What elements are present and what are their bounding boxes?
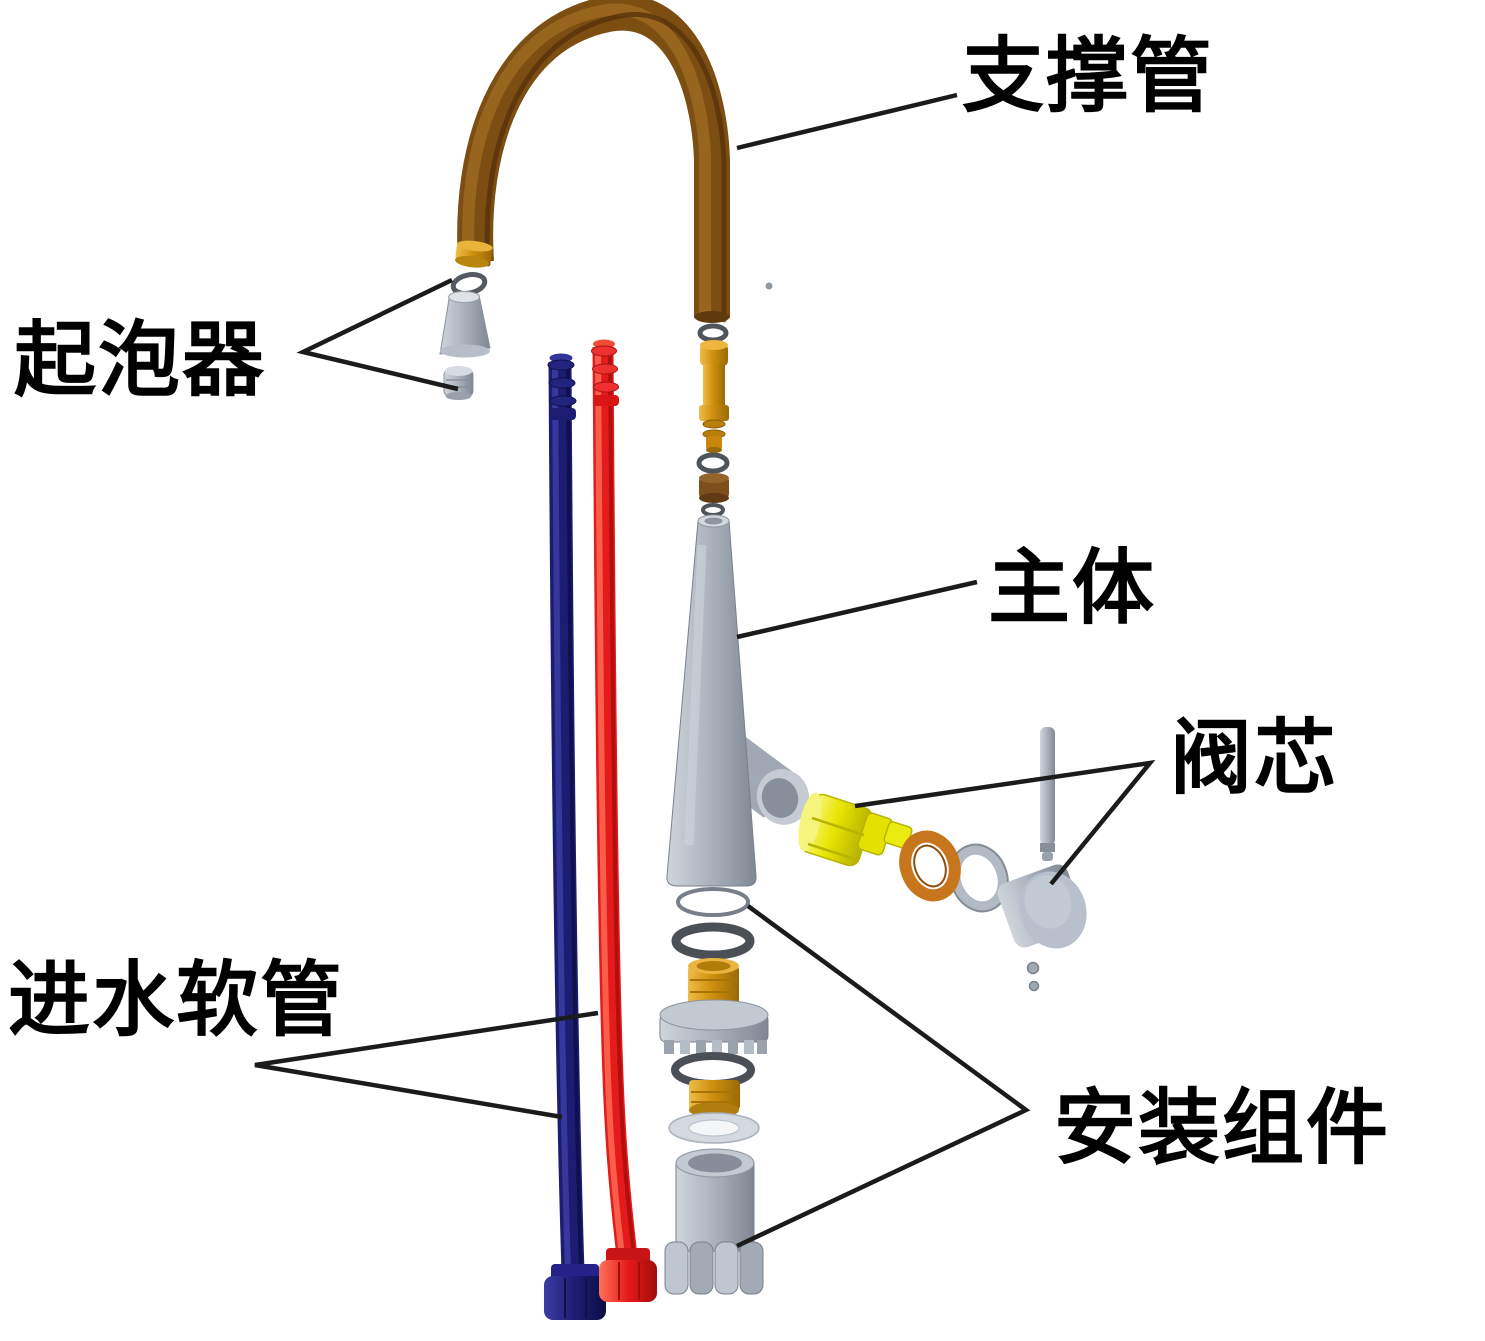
inlet-hose-red: [591, 339, 657, 1302]
aerator-assembly: [439, 272, 491, 400]
label-main-body: 主体: [988, 543, 1157, 634]
spline-flange: [659, 999, 769, 1054]
leader-support-tube: [736, 92, 958, 151]
spout-tip-band: [455, 240, 493, 268]
red-hose-highlight: [595, 346, 625, 1257]
handle-cap: [997, 864, 1087, 949]
aerator-shell: [439, 291, 491, 358]
red-hose-barb-tip: [591, 339, 619, 406]
connector-oring-1: [697, 323, 729, 343]
leader-aerator: [296, 277, 459, 392]
red-hose-edge: [608, 346, 636, 1257]
label-support-tube: 支撑管: [962, 31, 1215, 122]
main-body-highlight: [684, 544, 707, 846]
trim-ring: [950, 844, 1008, 912]
support-tube-shadow-edge: [484, 12, 727, 323]
connector-oring-3: [701, 503, 725, 517]
small-dot: [765, 282, 773, 290]
side-port-bore: [761, 778, 799, 818]
mounting-washer: [668, 1112, 760, 1144]
main-body-cone: [666, 520, 757, 887]
connector-fitting: [699, 340, 729, 453]
valve-cartridge: [798, 792, 913, 867]
label-inlet-hose: 进水软管: [8, 955, 345, 1046]
leader-main-body: [736, 579, 978, 640]
main-body-top-bore: [704, 517, 723, 525]
cartridge-locking-ring-bore: [913, 844, 947, 888]
mounting-oring-thick: [671, 922, 755, 960]
blue-hose-barb-tip: [547, 353, 577, 420]
handle-rod: [1040, 727, 1055, 861]
mounting-assembly: [659, 887, 769, 1295]
support-tube-end: [694, 311, 730, 323]
main-body: [666, 514, 810, 887]
leader-lines: [254, 92, 1156, 1249]
inlet-hose-blue: [544, 353, 606, 1320]
label-aerator: 起泡器: [14, 315, 267, 406]
blue-hose-nut: [544, 1264, 606, 1320]
cartridge-locking-ring: [899, 830, 961, 902]
support-tube: [455, 0, 730, 323]
label-mounting-kit: 安装组件: [1054, 1083, 1391, 1174]
mounting-oring-lower: [671, 1052, 755, 1088]
leader-valve-cartridge: [854, 759, 1156, 886]
blue-hose-tube: [548, 361, 585, 1273]
handle-screw-1: [1026, 961, 1040, 975]
blue-hose-edge: [566, 361, 583, 1273]
mounting-oring-thin: [676, 887, 750, 917]
connector-oring-2: [696, 452, 730, 474]
valve-cartridge-assembly: [798, 727, 1087, 992]
leader-mounting-kit: [736, 904, 1031, 1249]
spout-connector-stack: [696, 323, 730, 517]
red-hose-tube: [592, 346, 638, 1258]
leader-inlet-hose: [254, 1010, 599, 1120]
support-tube-highlight: [462, 3, 711, 321]
red-hose-nut: [599, 1248, 657, 1302]
connector-bushing: [699, 473, 729, 503]
aerator-insert: [443, 366, 474, 400]
handle-screw-2: [1028, 980, 1040, 992]
blue-hose-highlight: [552, 361, 571, 1273]
label-valve-cartridge: 阀芯: [1170, 713, 1339, 804]
mounting-nut: [664, 1148, 764, 1295]
